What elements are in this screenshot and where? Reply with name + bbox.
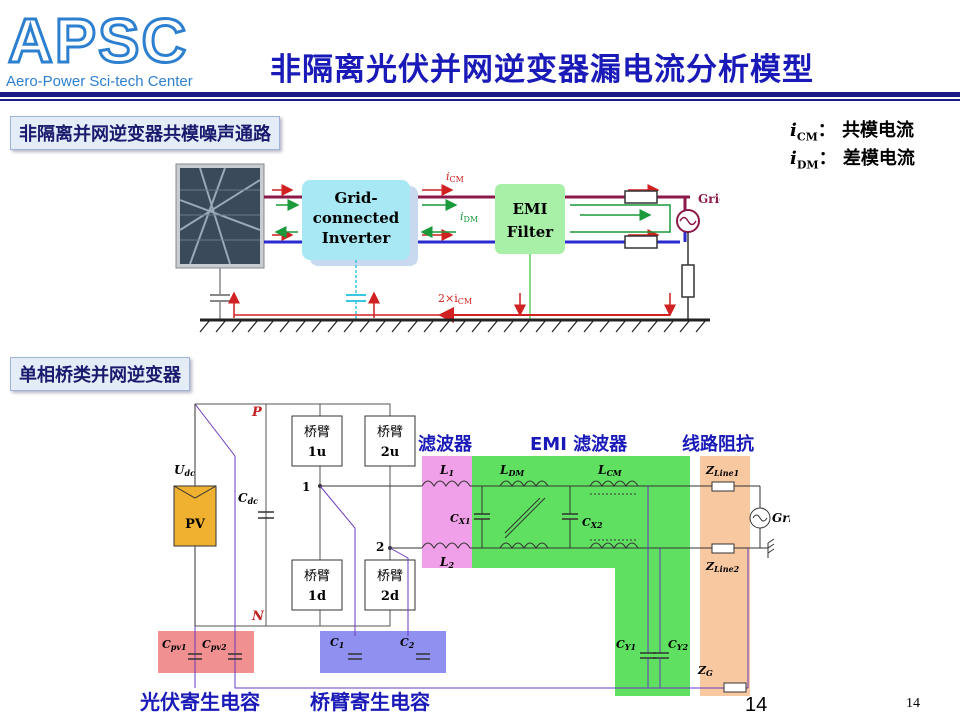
line-impedance-heading: 线路阻抗	[682, 433, 754, 455]
inverter-line3: Inverter	[322, 229, 392, 247]
section2-label: 单相桥类并网逆变器	[10, 357, 190, 391]
p-label: P	[251, 405, 263, 420]
inverter-line1: Grid-	[334, 189, 377, 207]
page-number-center: 14	[745, 694, 768, 716]
zline2-label: ZLine2	[705, 560, 740, 574]
legend-icm-symbol: i	[790, 120, 797, 141]
legend-icm: iCM： 共模电流	[790, 116, 914, 144]
filter-heading: 滤波器	[418, 433, 473, 455]
bridge-2d-label-b: 2d	[381, 589, 399, 604]
pv-source	[173, 485, 217, 547]
icm-label: iCM	[446, 170, 464, 184]
apsc-logo: APSC Aero-Power Sci-tech Center	[4, 4, 222, 92]
bridge-2u	[364, 415, 416, 467]
cy1-label: CY1	[616, 638, 636, 652]
zg-label: ZG	[697, 664, 713, 678]
filter-region	[422, 456, 472, 568]
bridge-cap-region	[320, 631, 446, 673]
bridge-2d-label-a: 桥臂	[377, 569, 403, 584]
bridge-1d-label-b: 1d	[308, 589, 326, 604]
legend-icm-sub: CM	[796, 130, 818, 144]
grid-label: Grid	[698, 192, 720, 206]
l2-label: L2	[439, 555, 454, 570]
cpv1-label: Cpv1	[162, 638, 187, 652]
cx2-label: CX2	[582, 516, 603, 530]
legend-idm-text: ： 差模电流	[818, 148, 915, 169]
logo-graphic: APSC Aero-Power Sci-tech Center	[6, 6, 193, 91]
inverter-block	[302, 180, 410, 260]
idm-label: iDM	[460, 210, 478, 224]
emi-region-bottom	[615, 568, 690, 696]
legend-idm: iDM： 差模电流	[790, 144, 915, 172]
pv-cap-region	[158, 631, 254, 673]
bridge-1d	[291, 559, 343, 611]
icm2-label: 2×iCM	[438, 292, 472, 306]
n-label: N	[251, 609, 265, 624]
bridge-1d-label-a: 桥臂	[304, 569, 330, 584]
node-1-label: 1	[302, 480, 310, 494]
zline1-label: ZLine1	[705, 464, 739, 478]
legend-icm-text: ： 共模电流	[817, 120, 915, 141]
header-divider-thin	[0, 99, 960, 101]
emi-line1: EMI	[512, 200, 547, 218]
emi-line2: Filter	[507, 223, 555, 241]
bridge-1u-label-a: 桥臂	[304, 425, 330, 440]
page-number-right: 14	[906, 696, 920, 711]
emi-filter-block	[495, 184, 565, 254]
ldm-label: LDM	[499, 463, 525, 478]
bridge-1u	[291, 415, 343, 467]
logo-subtext: Aero-Power Sci-tech Center	[6, 73, 193, 90]
noise-path-diagram: Grid- connected Inverter EMI Filter iCM …	[175, 163, 720, 333]
cpv2-label: Cpv2	[202, 638, 227, 652]
section1-label: 非隔离并网逆变器共模噪声通路	[10, 116, 280, 150]
line-impedance-region	[700, 456, 750, 696]
logo-text: APSC	[8, 7, 188, 76]
header-divider-thick	[0, 92, 960, 97]
emi-region-top	[472, 456, 690, 568]
ground-hatch	[199, 319, 707, 333]
emi-heading: EMI 滤波器	[530, 433, 628, 455]
c2-label: C2	[400, 636, 415, 650]
lcm-label: LCM	[597, 463, 623, 478]
cy2-label: CY2	[668, 638, 688, 652]
legend-idm-sub: DM	[796, 158, 819, 172]
c1-label: C1	[330, 636, 344, 650]
caption-bridge-capacitance: 桥臂寄生电容	[310, 690, 430, 714]
bridge-2u-label-a: 桥臂	[377, 425, 403, 440]
bridge-2u-label-b: 2u	[381, 445, 400, 460]
cdc-label: Cdc	[238, 491, 258, 506]
caption-pv-capacitance: 光伏寄生电容	[140, 690, 260, 714]
bridge-1u-label-b: 1u	[308, 445, 327, 460]
legend-idm-symbol: i	[790, 148, 797, 169]
grid-label-2: Grid	[772, 511, 790, 525]
bridge-inverter-circuit: 滤波器 EMI 滤波器 线路阻抗 PV Udc Cdc P N 桥臂 1u 桥臂…	[158, 403, 790, 696]
udc-label: Udc	[174, 463, 195, 478]
page-title: 非隔离光伏并网逆变器漏电流分析模型	[270, 52, 814, 88]
inverter-line2: connected	[313, 209, 400, 227]
l1-label: L1	[439, 463, 454, 478]
solar-panel-image	[175, 163, 265, 269]
cx1-label: CX1	[450, 512, 471, 526]
bridge-2d	[364, 559, 416, 611]
pv-label: PV	[185, 517, 206, 532]
node-2-label: 2	[376, 540, 384, 554]
